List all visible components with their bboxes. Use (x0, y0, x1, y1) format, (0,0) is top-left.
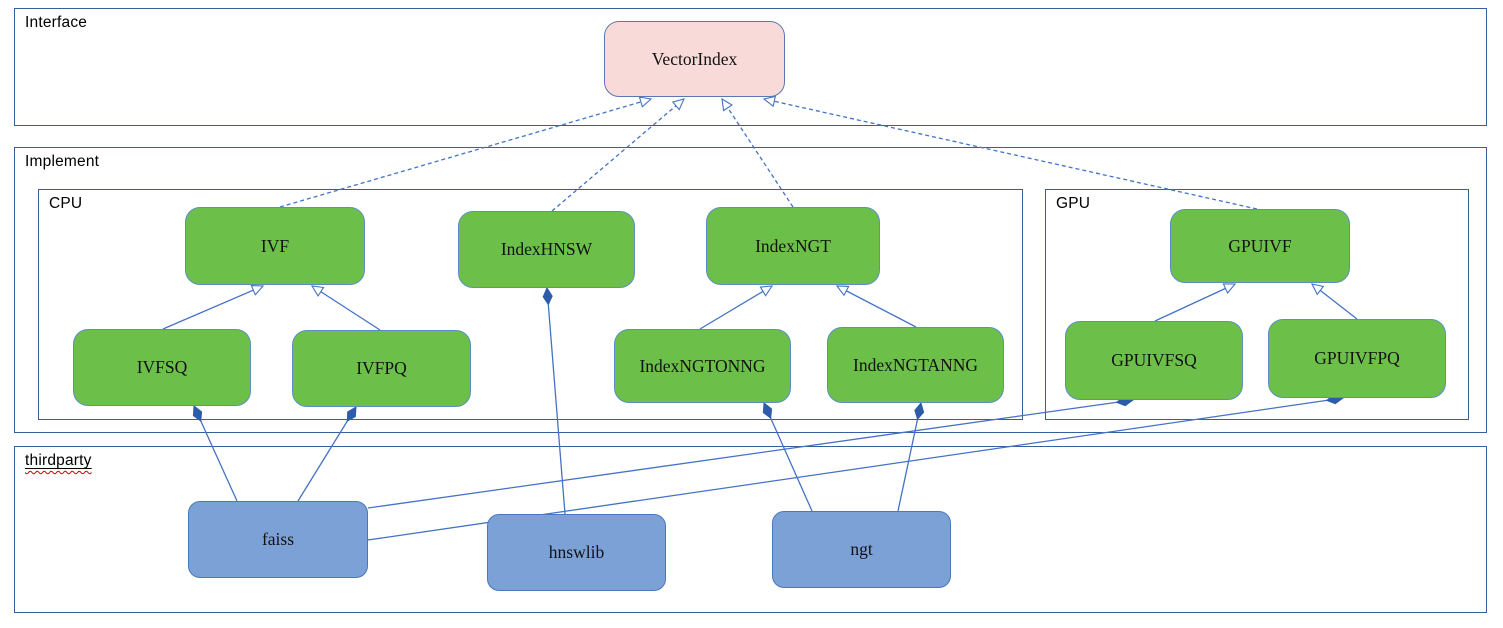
container-implement-label: Implement (25, 153, 100, 170)
node-label: IVFSQ (136, 357, 188, 377)
node-indexhnsw[interactable]: IndexHNSW (458, 211, 635, 288)
node-gpuivfsq[interactable]: GPUIVFSQ (1065, 321, 1243, 400)
edge-faiss-to-ivfpq (297, 407, 356, 502)
edge-faiss-to-gpuivfsq (367, 400, 1133, 509)
spellcheck-squiggle-text: thirdparty (25, 452, 92, 469)
edge-faiss-to-ivfsq (194, 406, 238, 502)
node-ivf[interactable]: IVF (185, 207, 365, 285)
node-label: VectorIndex (651, 48, 738, 69)
edge-indexngtanng-to-indexngt (835, 285, 917, 328)
container-interface[interactable]: Interface (14, 8, 1487, 126)
node-label: IndexNGTONNG (639, 355, 766, 376)
edge-ivfpq-to-ivf (310, 285, 381, 331)
edge-hnswlib-to-indexhnsw (547, 288, 566, 515)
edge-gpuivfpq-to-gpuivf (1310, 283, 1358, 320)
node-label: faiss (261, 529, 295, 549)
node-label: GPUIVFSQ (1111, 350, 1197, 370)
node-vectorindex[interactable]: VectorIndex (604, 21, 785, 97)
node-hnswlib[interactable]: hnswlib (487, 514, 666, 591)
container-thirdparty[interactable]: thirdparty (14, 446, 1487, 613)
edge-gpuivf-to-vectorindex (762, 95, 1258, 210)
node-faiss[interactable]: faiss (188, 501, 368, 578)
edge-indexhnsw-to-vectorindex (551, 98, 685, 212)
edge-indexngtonng-to-indexngt (699, 285, 774, 330)
edge-ngt-to-indexngtanng (897, 403, 921, 512)
node-label: hnswlib (548, 542, 605, 562)
node-gpuivfpq[interactable]: GPUIVFPQ (1268, 319, 1446, 398)
container-cpu-label: CPU (49, 195, 83, 212)
node-label: IVF (260, 235, 290, 256)
container-cpu[interactable]: CPU (38, 189, 1023, 420)
container-thirdparty-label: thirdparty (25, 452, 92, 470)
node-indexngtonng[interactable]: IndexNGTONNG (614, 329, 791, 403)
node-ngt[interactable]: ngt (772, 511, 951, 588)
node-label: IndexHNSW (500, 239, 593, 259)
node-indexngtanng[interactable]: IndexNGTANNG (827, 327, 1004, 403)
container-interface-label: Interface (25, 14, 88, 31)
node-label: IVFPQ (356, 358, 407, 378)
node-gpuivf[interactable]: GPUIVF (1170, 209, 1350, 283)
node-indexngt[interactable]: IndexNGT (706, 207, 880, 285)
edge-ngt-to-indexngtonng (764, 403, 813, 512)
node-ivfsq[interactable]: IVFSQ (73, 329, 251, 406)
node-ivfpq[interactable]: IVFPQ (292, 330, 471, 407)
container-gpu[interactable]: GPU (1045, 189, 1469, 420)
container-implement[interactable]: Implement (14, 147, 1487, 433)
node-label: GPUIVF (1228, 235, 1292, 256)
edge-ivf-to-vectorindex (279, 96, 653, 208)
container-gpu-label: GPU (1056, 195, 1091, 212)
node-label: IndexNGTANNG (853, 354, 978, 375)
node-label: GPUIVFPQ (1314, 348, 1400, 368)
edge-indexngt-to-vectorindex (721, 97, 794, 208)
node-label: ngt (850, 539, 873, 559)
node-label: IndexNGT (755, 235, 831, 256)
edge-ivfsq-to-ivf (162, 284, 265, 330)
edge-gpuivfsq-to-gpuivf (1154, 283, 1237, 322)
